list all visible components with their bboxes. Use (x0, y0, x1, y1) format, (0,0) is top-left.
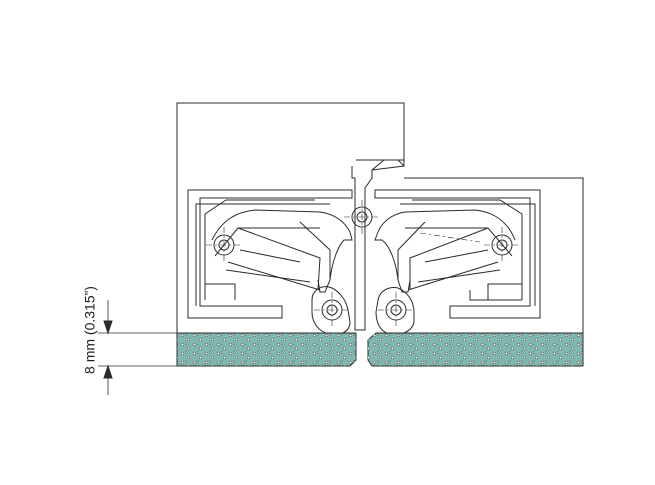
left-arm (211, 209, 353, 293)
frame-outline (176, 102, 405, 333)
arrow-up (103, 364, 113, 379)
dimension-8mm (98, 300, 177, 395)
center-leaf (351, 159, 405, 331)
left-link (311, 286, 351, 335)
door-outline (404, 177, 584, 333)
right-arm (374, 209, 516, 293)
panels (176, 332, 584, 367)
arrow-down (103, 320, 113, 335)
right-housing (374, 189, 541, 319)
pivot-center-lines (206, 200, 520, 328)
hinge-outline (176, 102, 584, 335)
right-link (375, 287, 415, 335)
dimension-label: 8 mm (0.315”) (82, 286, 98, 374)
left-housing (187, 189, 353, 319)
